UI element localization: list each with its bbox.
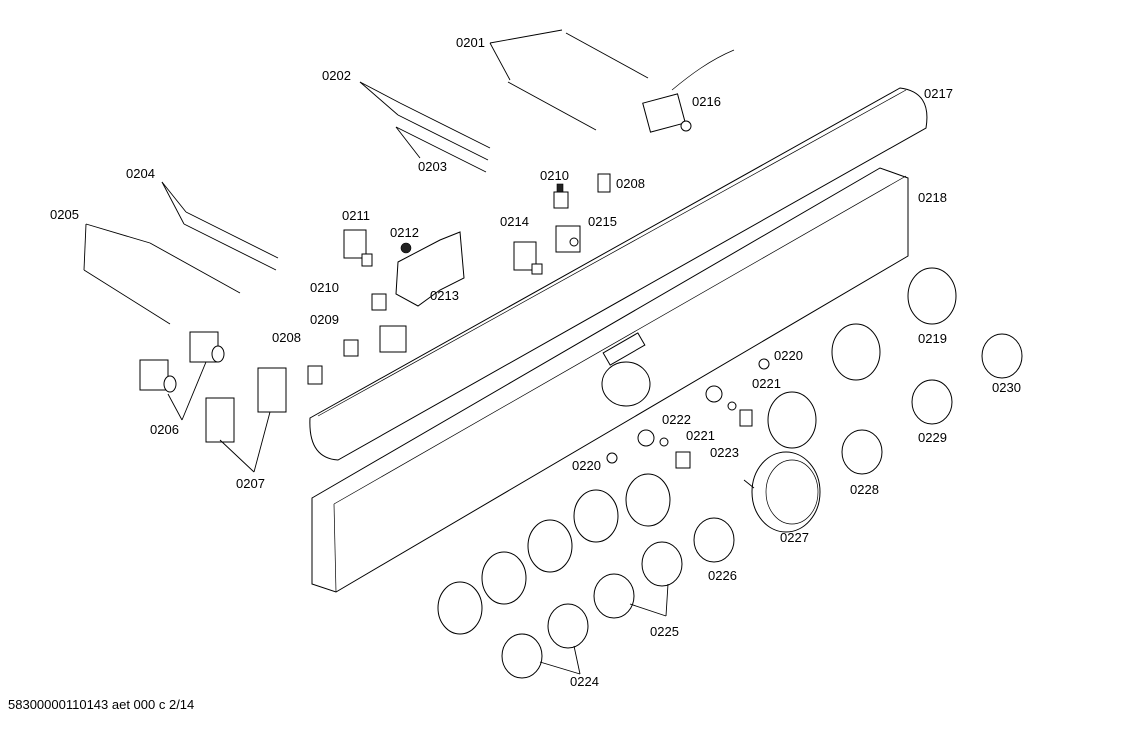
label-0221-bottom: 0221: [686, 428, 715, 443]
bracket-0213: [395, 231, 465, 307]
control-panel-0218: [311, 167, 909, 593]
label-0225: 0225: [650, 624, 679, 639]
switch-0214: [513, 241, 543, 275]
switch-0210-mid: [371, 293, 387, 311]
switch-0211: [343, 229, 373, 267]
label-0224: 0224: [570, 674, 599, 689]
top-panel-0217: [309, 87, 928, 461]
label-0206: 0206: [150, 422, 179, 437]
label-0217: 0217: [924, 86, 953, 101]
label-0215: 0215: [588, 214, 617, 229]
label-0208-mid: 0208: [272, 330, 301, 345]
label-0204: 0204: [126, 166, 155, 181]
label-0208-top: 0208: [616, 176, 645, 191]
clip-0208-top: [597, 173, 611, 193]
knob-bezels: [437, 267, 957, 635]
label-0209: 0209: [310, 312, 339, 327]
label-0216: 0216: [692, 94, 721, 109]
label-0211: 0211: [342, 208, 370, 223]
label-0207: 0207: [236, 476, 265, 491]
valve-0206: [139, 331, 225, 421]
label-0221-top: 0221: [752, 376, 781, 391]
label-0227: 0227: [780, 530, 809, 545]
label-0202: 0202: [322, 68, 351, 83]
hardware-0220-0223: [606, 358, 770, 469]
label-0210-mid: 0210: [310, 280, 339, 295]
label-0210-top: 0210: [540, 168, 569, 183]
label-0213: 0213: [430, 288, 459, 303]
label-0212: 0212: [390, 225, 419, 240]
label-0214: 0214: [500, 214, 529, 229]
label-0226: 0226: [708, 568, 737, 583]
switch-0209: [379, 325, 407, 353]
label-0222: 0222: [662, 412, 691, 427]
gauge-0227: [743, 451, 821, 533]
label-0229: 0229: [918, 430, 947, 445]
label-0230: 0230: [992, 380, 1021, 395]
label-0228: 0228: [850, 482, 879, 497]
label-0205: 0205: [50, 207, 79, 222]
label-0203: 0203: [418, 159, 447, 174]
rod-0201: [489, 29, 649, 131]
rods-0202-0203: [359, 81, 491, 173]
label-0223: 0223: [710, 445, 739, 460]
thermostat-0216: [642, 49, 735, 133]
document-code: 58300000110143 aet 000 c 2/14: [8, 697, 194, 712]
label-0220-bottom: 0220: [572, 458, 601, 473]
boards-0207: [205, 367, 287, 473]
label-0220-top: 0220: [774, 348, 803, 363]
label-0218: 0218: [918, 190, 947, 205]
label-0201: 0201: [456, 35, 485, 50]
switch-0210-top: [553, 183, 569, 209]
clip-0208-mid: [307, 339, 359, 385]
knobs: [501, 333, 1023, 679]
label-0219: 0219: [918, 331, 947, 346]
rods-0204-0205: [83, 181, 279, 325]
switch-0215: [555, 225, 581, 253]
nut-0212: [400, 242, 412, 254]
